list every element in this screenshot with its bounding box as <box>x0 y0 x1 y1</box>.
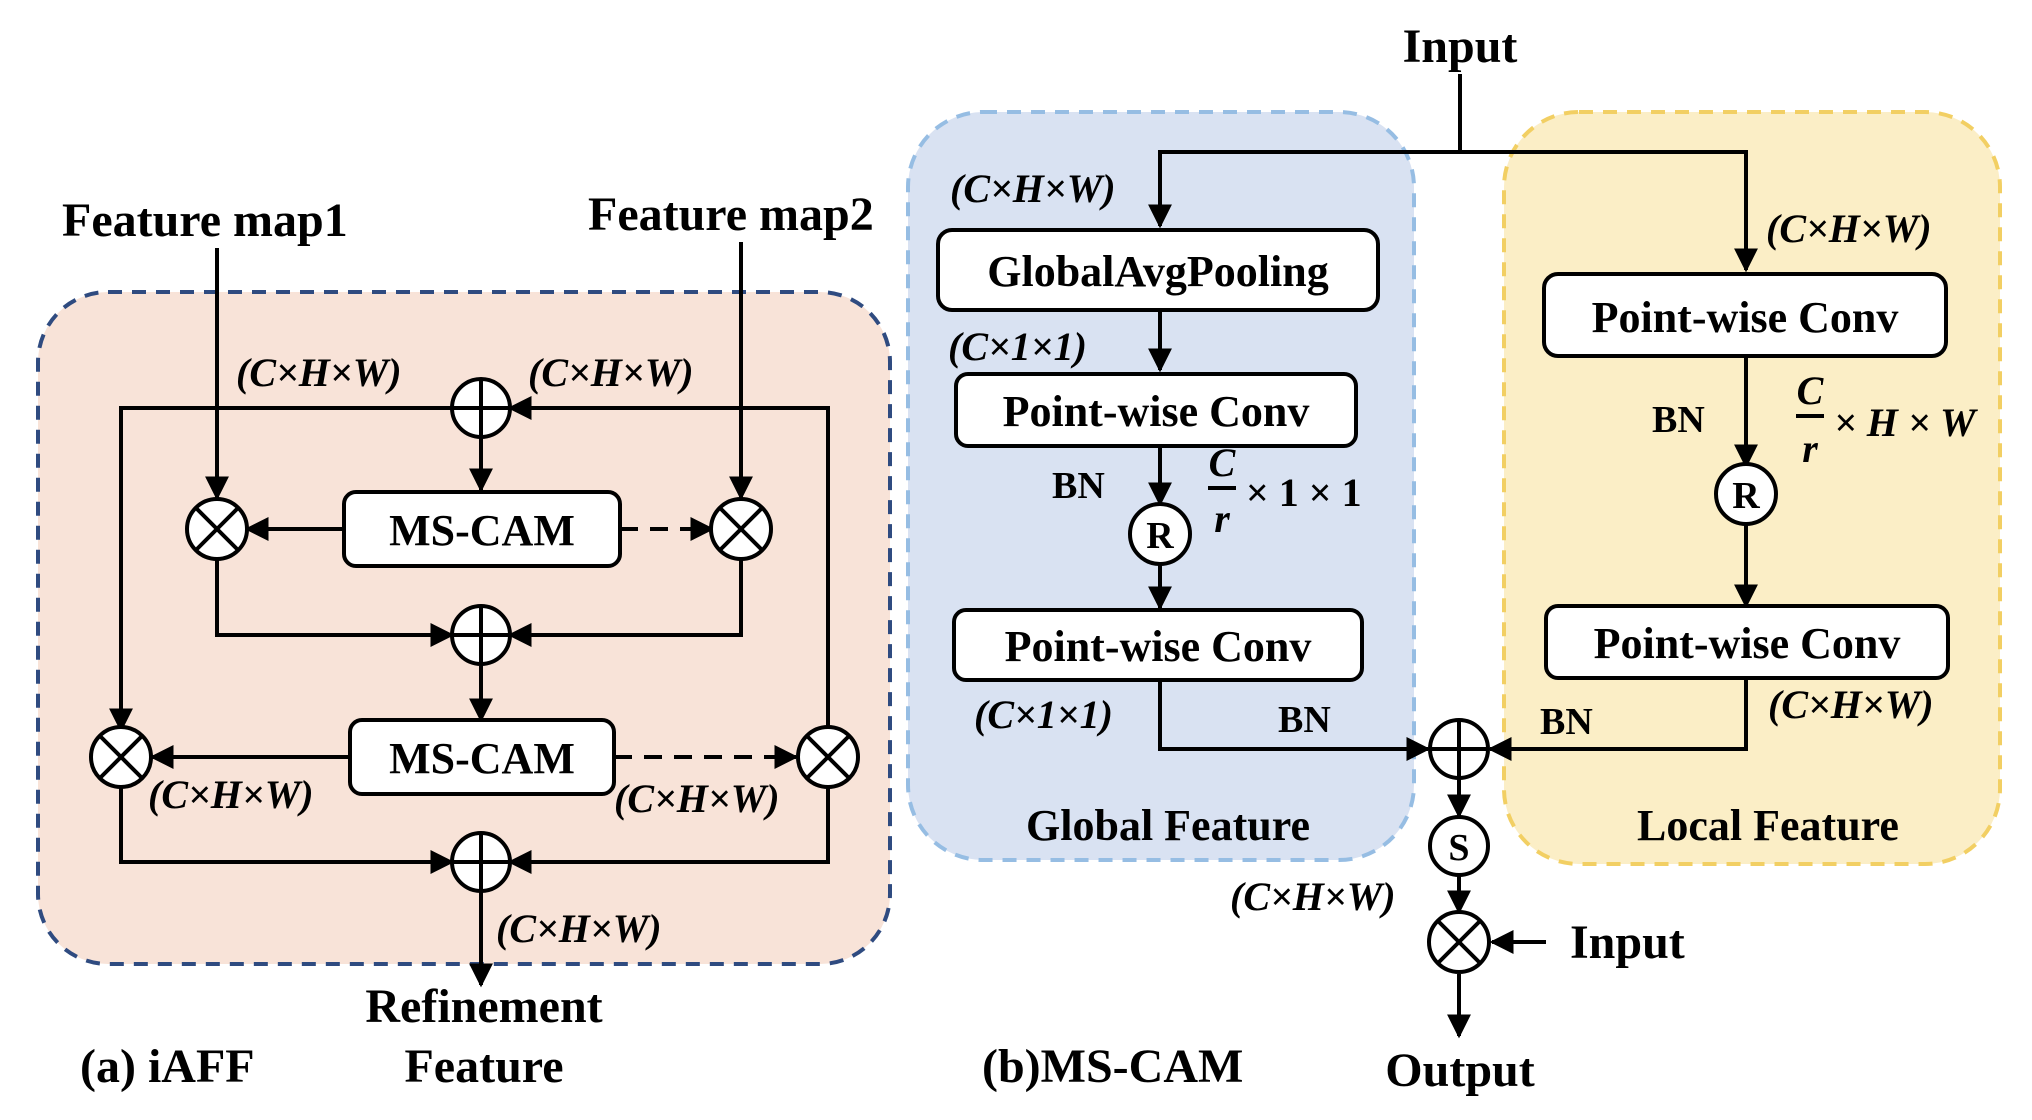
global-pwconv-box-2 <box>952 608 1364 682</box>
global-pwconv-label-1: Point-wise Conv <box>1003 387 1310 436</box>
fraction-local: C r × H × W <box>1796 368 1978 471</box>
fraction-global: C r × 1 × 1 <box>1208 440 1362 541</box>
dim-chw-global: (C×H×W) <box>950 166 1116 211</box>
multiply-node-right-2 <box>796 725 860 789</box>
frac-num-global: C <box>1209 440 1237 485</box>
plus-node-3 <box>450 831 512 893</box>
global-avg-pooling-box <box>936 228 1380 312</box>
global-pwconv-box-1 <box>954 372 1358 448</box>
relu-node-local <box>1714 462 1778 526</box>
dim-c11-bottom: (C×1×1) <box>974 692 1113 737</box>
dim-chw-local-bottom: (C×H×W) <box>1768 682 1934 727</box>
input-top-label: Input <box>1403 20 1518 73</box>
dim-label-top-right: (C×H×W) <box>528 350 694 395</box>
suffix-local: × H × W <box>1834 400 1978 445</box>
local-pwconv-label-1: Point-wise Conv <box>1592 293 1899 342</box>
sigmoid-label: S <box>1448 827 1469 869</box>
output-label: Output <box>1385 1044 1534 1097</box>
feature-map1-label: Feature map1 <box>62 194 348 247</box>
multiply-node-mscam <box>1427 910 1491 974</box>
input-side-label: Input <box>1570 916 1685 969</box>
mscam-nodes <box>936 228 1950 974</box>
mscam-label-2: MS-CAM <box>389 734 575 783</box>
mscam-connections <box>1148 74 1758 1039</box>
iaff-nodes <box>89 377 860 893</box>
local-feature-label: Local Feature <box>1637 801 1899 850</box>
frac-den-local: r <box>1802 426 1818 471</box>
plus-node-mscam <box>1428 718 1490 780</box>
bn-global-2: BN <box>1278 699 1331 741</box>
global-feature-label: Global Feature <box>1026 801 1310 850</box>
dim-chw-output: (C×H×W) <box>1230 874 1396 919</box>
dim-label-top-left: (C×H×W) <box>236 350 402 395</box>
iaff-connections <box>109 242 830 988</box>
plus-node-2 <box>450 604 512 666</box>
mscam-box-2 <box>348 718 616 796</box>
relu-local-label: R <box>1732 475 1760 517</box>
bn-local-1: BN <box>1652 399 1705 441</box>
multiply-node-right-1 <box>709 497 773 561</box>
caption-mscam: (b)MS-CAM <box>982 1040 1243 1093</box>
plus-node-1 <box>450 377 512 439</box>
refinement-label: Refinement <box>365 980 602 1033</box>
feature-label: Feature <box>404 1040 563 1093</box>
bn-local-2: BN <box>1540 701 1593 743</box>
multiply-node-left-1 <box>185 497 249 561</box>
global-pwconv-label-2: Point-wise Conv <box>1005 622 1312 671</box>
dim-c11-top: (C×1×1) <box>948 324 1087 369</box>
dim-label-mid-left: (C×H×W) <box>148 772 314 817</box>
local-pwconv-box-1 <box>1542 272 1948 358</box>
multiply-node-left-2 <box>89 725 153 789</box>
relu-global-label: R <box>1146 515 1174 557</box>
local-pwconv-label-2: Point-wise Conv <box>1594 619 1901 668</box>
gap-label: GlobalAvgPooling <box>987 247 1328 296</box>
local-pwconv-box-2 <box>1544 604 1950 680</box>
relu-node-global <box>1128 502 1192 566</box>
suffix-global: × 1 × 1 <box>1246 470 1362 515</box>
frac-den-global: r <box>1214 496 1230 541</box>
bn-global-1: BN <box>1052 465 1105 507</box>
sigmoid-node <box>1428 815 1490 877</box>
dim-label-mid-right: (C×H×W) <box>614 776 780 821</box>
caption-iaff: (a) iAFF <box>80 1040 255 1093</box>
mscam-label-1: MS-CAM <box>389 506 575 555</box>
iaff-labels: Feature map1 Feature map2 MS-CAM MS-CAM … <box>62 188 874 1093</box>
dim-chw-local: (C×H×W) <box>1766 206 1932 251</box>
frac-num-local: C <box>1797 368 1825 413</box>
mscam-box-1 <box>342 490 622 568</box>
mscam-labels: Input (C×H×W) (C×H×W) GlobalAvgPooling (… <box>948 20 1978 1097</box>
dim-label-output: (C×H×W) <box>496 906 662 951</box>
feature-map2-label: Feature map2 <box>588 188 874 241</box>
